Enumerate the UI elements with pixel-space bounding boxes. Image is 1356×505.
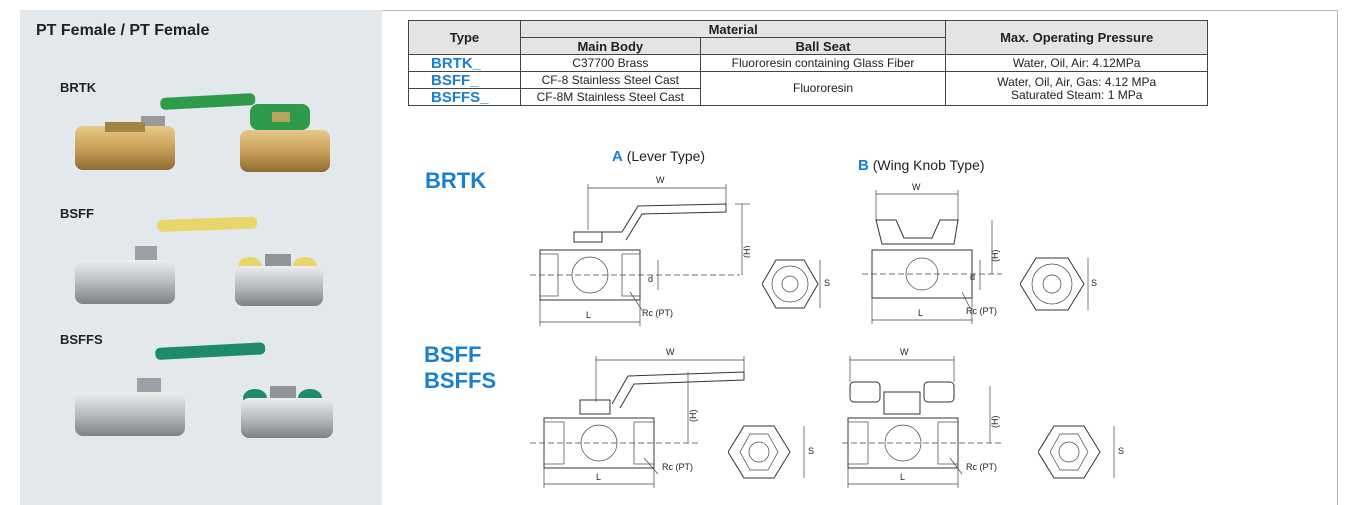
main-body-cell: CF-8 Stainless Steel Cast (519, 71, 701, 89)
dim-label-l: L (596, 472, 601, 482)
heading-text-b: (Wing Knob Type) (872, 157, 985, 173)
dim-label-h: (H) (990, 416, 1000, 429)
dim-label-s: S (1091, 278, 1097, 288)
bsff-lever-dimension-drawing: W (H) L Rc (PT) (530, 347, 745, 488)
table-row: BSFF_ CF-8 Stainless Steel Cast Fluorore… (408, 71, 1208, 106)
dim-label-s: S (824, 278, 830, 288)
brtk-valve-photo (75, 93, 330, 172)
header-type: Type (408, 20, 521, 55)
model-label-bsffs: BSFFS (60, 332, 103, 347)
dim-label-l: L (586, 310, 591, 320)
series-label-bsff-bsffs: BSFF BSFFS (424, 342, 496, 394)
table-row: BSFFS_ CF-8M Stainless Steel Cast (408, 88, 1208, 106)
ball-seat-cell-shared: Fluororesin (699, 71, 947, 106)
pressure-cell-shared: Water, Oil, Air, Gas: 4.12 MPa Saturated… (945, 71, 1208, 106)
brtk-lever-end-view: S (762, 259, 830, 309)
brtk-wing-end-view: S (1020, 257, 1097, 311)
dim-label-s: S (808, 446, 814, 456)
dim-label-w: W (912, 182, 921, 192)
pressure-line: Water, Oil, Air, Gas: 4.12 MPa (997, 74, 1157, 89)
pressure-line: Saturated Steam: 1 MPa (1010, 87, 1143, 102)
type-link-bsff[interactable]: BSFF_ (408, 71, 521, 89)
header-material: Material (519, 20, 947, 38)
main-body-cell: C37700 Brass (519, 54, 701, 72)
dim-label-w: W (666, 347, 675, 357)
series-label-brtk: BRTK (425, 168, 487, 193)
model-label-brtk: BRTK (60, 80, 97, 95)
heading-letter-b: B (858, 157, 869, 174)
wing-knob-type-heading: B (Wing Knob Type) (858, 157, 985, 174)
dim-label-s: S (1118, 446, 1124, 456)
dim-label-h: (H) (990, 250, 1000, 263)
dim-label-d: d (970, 272, 975, 282)
heading-text-a: (Lever Type) (626, 148, 706, 164)
pressure-cell: Water, Oil, Air: 4.12MPa (945, 54, 1208, 72)
product-photo-panel: PT Female / PT Female BRTK BSFF BSFFS (20, 10, 382, 505)
dim-label-h: (H) (742, 246, 750, 259)
bsffs-valve-photo (75, 342, 333, 438)
model-label-bsff: BSFF (60, 206, 94, 221)
heading-letter-a: A (612, 148, 623, 165)
dim-label-l: L (900, 472, 905, 482)
ball-seat-cell: Fluororesin containing Glass Fiber (699, 54, 947, 72)
table-row: BRTK_ C37700 Brass Fluororesin containin… (408, 54, 1208, 72)
lever-type-heading: A (Lever Type) (612, 148, 705, 165)
dim-label-l: L (918, 308, 923, 318)
dim-label-w: W (900, 347, 909, 357)
brtk-wing-dimension-drawing: W (H) d L Rc (PT) (862, 182, 1002, 324)
dim-label-rc: Rc (PT) (662, 462, 693, 472)
bsff-lever-end-view: S (728, 425, 814, 479)
header-pressure: Max. Operating Pressure (945, 20, 1208, 55)
type-link-brtk[interactable]: BRTK_ (408, 54, 521, 72)
header-ball-seat: Ball Seat (699, 37, 947, 55)
dim-label-d: d (648, 274, 653, 284)
bsff-wing-end-view: S (1038, 425, 1124, 479)
bsff-valve-photo (75, 216, 323, 306)
material-spec-table: Type Material Max. Operating Pressure Ma… (408, 20, 1208, 106)
type-link-bsffs[interactable]: BSFFS_ (408, 88, 521, 106)
series-line: BSFF (424, 342, 482, 367)
dim-label-rc: Rc (PT) (642, 308, 673, 318)
dim-label-rc: Rc (PT) (966, 306, 997, 316)
series-line: BSFFS (424, 368, 497, 393)
panel-title: PT Female / PT Female (36, 22, 210, 39)
main-body-cell: CF-8M Stainless Steel Cast (519, 88, 701, 106)
brtk-lever-dimension-drawing: W (H) d L Rc (PT) (530, 175, 750, 326)
dim-label-w: W (656, 175, 665, 185)
bsff-wing-dimension-drawing: W (H) L Rc (PT) (842, 347, 1002, 488)
header-main-body: Main Body (519, 37, 701, 55)
dim-label-rc: Rc (PT) (966, 462, 997, 472)
dim-label-h: (H) (688, 410, 698, 423)
